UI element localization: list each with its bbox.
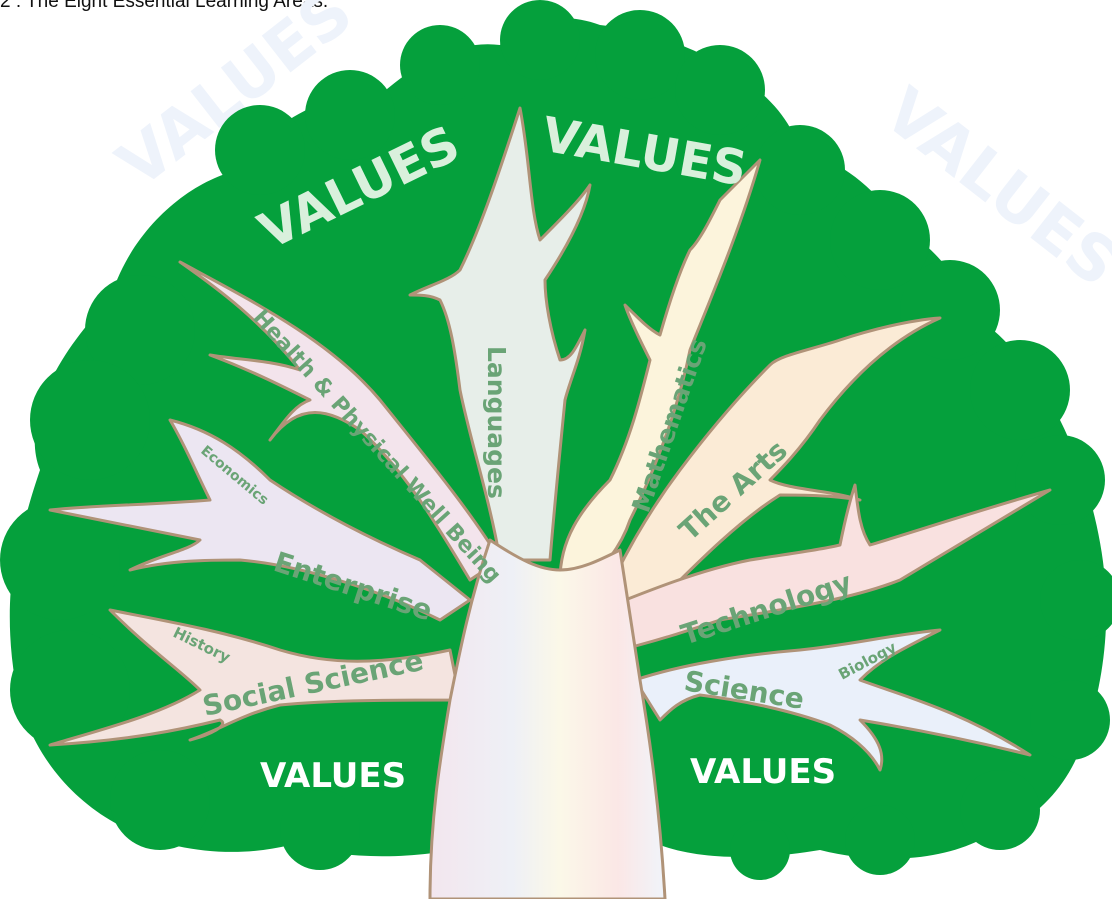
tree-branches: [48, 106, 1052, 899]
figure-caption: 2 : The Eight Essential Learning Areas.: [0, 0, 329, 12]
values-lower-right: VALUES: [690, 752, 836, 792]
label-languages: Languages: [482, 346, 511, 499]
values-lower-left: VALUES: [260, 756, 406, 796]
